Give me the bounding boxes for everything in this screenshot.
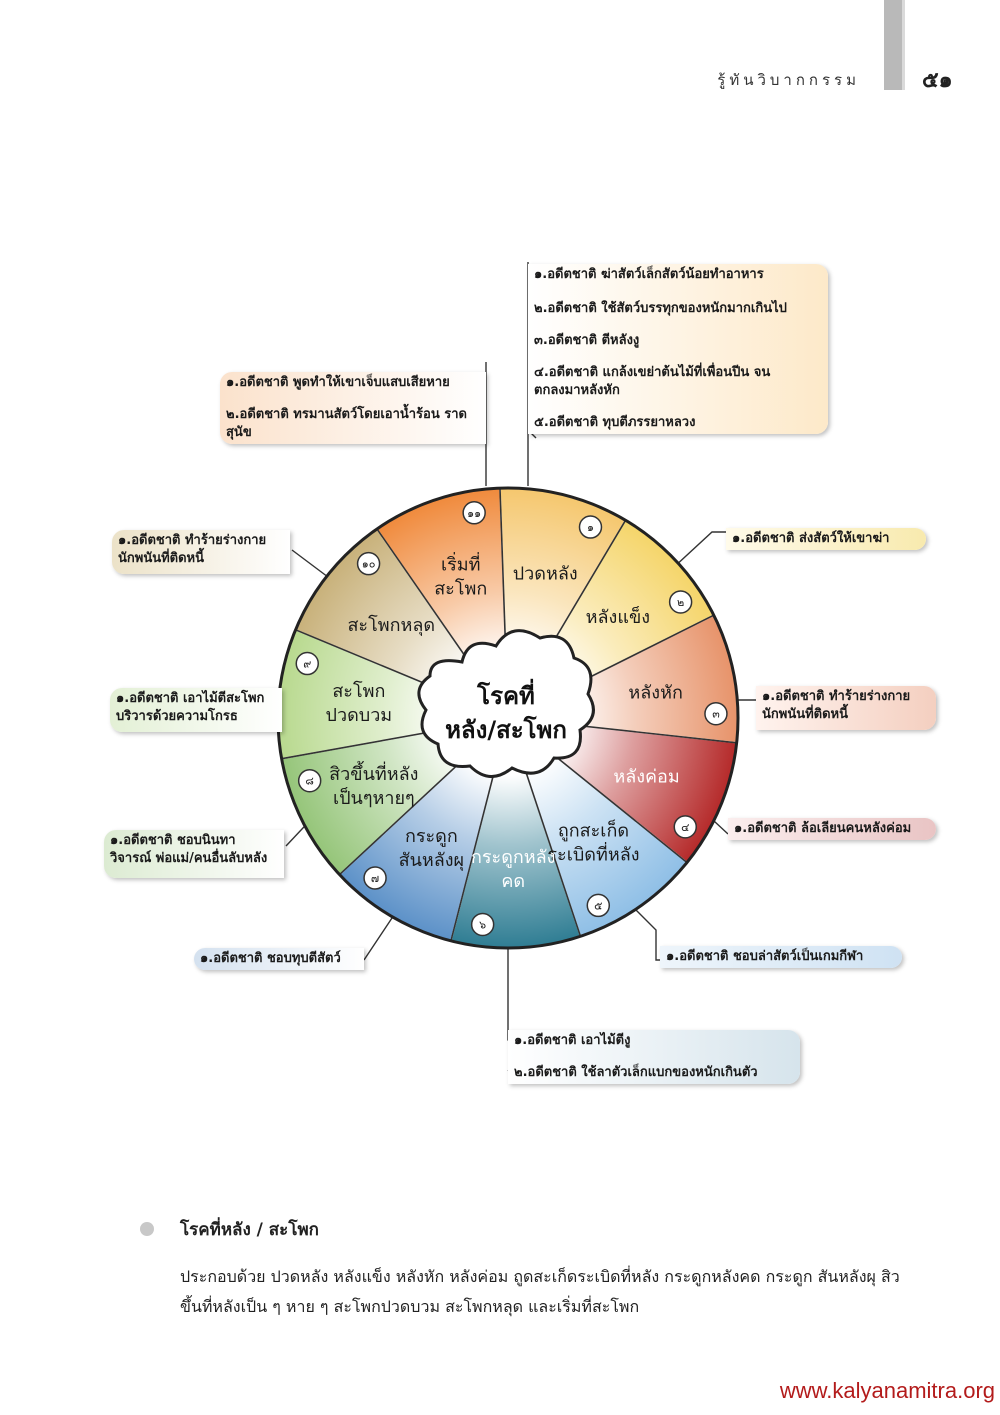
note-line: ๑.อดีตชาติ ทำร้ายร่างกาย นักพนันที่ติดหน…: [762, 689, 911, 722]
segment-number-circle: [673, 815, 698, 839]
section-description: ประกอบด้วย ปวดหลัง หลังแข็ง หลังหัก หลัง…: [180, 1267, 900, 1316]
center-cloud: โรคที่ หลัง/สะโพก: [417, 629, 595, 778]
header-accent-bar: [884, 0, 902, 90]
segment-number-circle: [295, 651, 320, 676]
segment-label: ปวดบวม: [326, 705, 393, 726]
segment-number: ๒: [677, 596, 684, 609]
note-line: ๑.อดีตชาติ ล้อเลียนคนหลังค่อม: [734, 821, 912, 836]
note-line: ๑.อดีตชาติ ฆ่าสัตว์เล็กสัตว์น้อยทำอาหาร: [534, 267, 764, 282]
segment-number-circle: [668, 590, 693, 614]
note-line: ๑.อดีตชาติ เอาไม้ตีงู: [514, 1033, 631, 1048]
note-box-hip-onset: ๑.อดีตชาติ พูดทำให้เขาเจ็บแสบเสียหาย ๒.อ…: [220, 372, 486, 444]
segment-label: สิวขึ้นที่หลัง: [329, 761, 418, 785]
segment-label: หลังแข็ง: [586, 605, 650, 628]
segment-label: ปวดหลัง: [513, 564, 578, 585]
note-box-dislocated-hip: ๑.อดีตชาติ ทำร้ายร่างกาย นักพนันที่ติดหน…: [112, 530, 290, 574]
segment-label: กระดูกหลัง: [471, 847, 556, 868]
segment-number: ๔: [681, 821, 689, 834]
footer-url-link[interactable]: www.kalyanamitra.org: [779, 1378, 995, 1403]
segment-number: ๖: [479, 918, 486, 931]
note-box-shrapnel: ๑.อดีตชาติ ชอบล่าสัตว์เป็นเกมกีฬา: [660, 946, 902, 968]
segment-number-circle: [297, 768, 322, 793]
segment-label: คด: [501, 871, 525, 892]
note-line: ๑.อดีตชาติ ชอบล่าสัตว์เป็นเกมกีฬา: [666, 949, 864, 964]
note-line: ๑.อดีตชาติ ส่งสัตว์ให้เขาฆ่า: [732, 531, 890, 546]
segment-number-circle: [586, 893, 611, 918]
note-line: ๓.อดีตชาติ ตีหลังงู: [534, 333, 640, 348]
book-title: รู้ทันวิบากกรรม: [717, 71, 860, 89]
segment-number: ๕: [594, 899, 602, 912]
note-line: ๑.อดีตชาติ เอาไม้ตีสะโพก บริวารด้วยความโ…: [116, 691, 265, 724]
segment-number: ๙: [303, 658, 311, 671]
segment-label: สันหลังผุ: [399, 850, 465, 871]
segment-number: ๘: [305, 775, 314, 788]
segment-number: ๑๐: [362, 558, 376, 571]
note-line: ๑.อดีตชาติ ชอบนินทา วิจารณ์ พ่อแม่/คนอื่…: [110, 833, 268, 866]
center-title-line2: หลัง/สะโพก: [445, 715, 567, 744]
note-line: ๑.อดีตชาติ พูดทำให้เขาเจ็บแสบเสียหาย: [226, 375, 450, 390]
segment-number-circle: [704, 701, 728, 726]
segment-number: ๑: [587, 521, 594, 534]
section-title: โรคที่หลัง / สะโพก: [180, 1220, 319, 1240]
note-box-hunchback: ๑.อดีตชาติ ล้อเลียนคนหลังค่อม: [728, 818, 936, 840]
segment-label: เริ่มที่: [441, 552, 481, 576]
note-box-spine-decay: ๑.อดีตชาติ ชอบทุบตีสัตว์: [194, 948, 364, 970]
note-box-scoliosis: ๑.อดีตชาติ เอาไม้ตีงู ๒.อดีตชาติ ใช้ลาตั…: [508, 1030, 800, 1084]
note-line: ๒.อดีตชาติ ทรมานสัตว์โดยเอาน้ำร้อน ราดสุ…: [226, 407, 467, 440]
note-box-back-acne: ๑.อดีตชาติ ชอบนินทา วิจารณ์ พ่อแม่/คนอื่…: [104, 830, 284, 878]
note-line: ๑.อดีตชาติ ทำร้ายร่างกาย นักพนันที่ติดหน…: [118, 533, 267, 566]
segment-label: หลังค่อม: [613, 767, 679, 788]
segment-number-circle: [363, 866, 387, 890]
center-title-line1: โรคที่: [476, 678, 535, 710]
segment-number-circle: [462, 501, 486, 525]
segment-label: ถูกสะเก็ด: [558, 818, 629, 841]
segment-number-circle: [578, 515, 603, 539]
note-line: ๑.อดีตชาติ ชอบทุบตีสัตว์: [200, 951, 341, 966]
page-number: ๕๑: [922, 68, 953, 93]
segment-label: กระดูก: [405, 826, 458, 847]
note-line: ๒.อดีตชาติ ใช้สัตว์บรรทุกของหนักมากเกินไ…: [534, 301, 787, 316]
note-box-broken-back: ๑.อดีตชาติ ทำร้ายร่างกาย นักพนันที่ติดหน…: [756, 686, 936, 730]
bullet-dot: [140, 1222, 154, 1236]
segment-number-circle: [356, 551, 381, 576]
note-line: ๒.อดีตชาติ ใช้ลาตัวเล็กแบกของหนักเกินตัว: [514, 1065, 758, 1080]
segment-label: เป็นๆหายๆ: [333, 786, 415, 809]
segment-label: สะโพกหลุด: [347, 614, 435, 636]
segment-label: หลังหัก: [628, 682, 682, 703]
connector-line: [291, 549, 333, 581]
segment-label: สะโพก: [332, 680, 385, 702]
note-line: ๕.อดีตชาติ ทุบตีภรรยาหลวง: [534, 415, 696, 430]
note-box-back-pain: ๑.อดีตชาติ ฆ่าสัตว์เล็กสัตว์น้อยทำอาหาร …: [528, 264, 828, 434]
note-box-hip-swelling: ๑.อดีตชาติ เอาไม้ตีสะโพก บริวารด้วยความโ…: [110, 688, 282, 732]
segment-number: ๗: [371, 872, 379, 885]
note-line: ๔.อดีตชาติ แกล้งเขย่าต้นไม้ที่เพื่อนปีน …: [534, 365, 771, 398]
segment-number: ๓: [712, 708, 720, 721]
note-box-stiff-back: ๑.อดีตชาติ ส่งสัตว์ให้เขาฆ่า: [726, 528, 926, 550]
header-accent-bar-thin: [902, 0, 905, 90]
segment-label: ระเบิดที่หลัง: [547, 841, 639, 865]
segment-number-circle: [470, 912, 495, 937]
segment-label: สะโพก: [434, 578, 487, 600]
segment-number: ๑๑: [467, 507, 481, 520]
